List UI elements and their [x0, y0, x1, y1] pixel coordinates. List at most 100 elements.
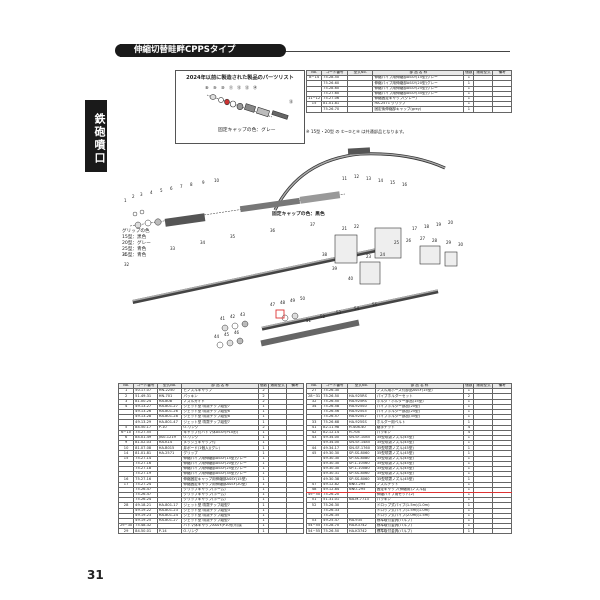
table-cell: HA-K3742 — [346, 528, 376, 535]
callout-number: 48 — [280, 300, 286, 305]
callout-number: 24 — [380, 252, 386, 257]
callout-number: 1 — [124, 198, 127, 203]
svg-text:⑩: ⑩ — [221, 85, 225, 90]
callout-number: 46 — [234, 330, 240, 335]
middle-pipe-assembly — [132, 248, 378, 304]
grip-note-line: 25型：青色 — [122, 247, 147, 252]
callout-number: 34 — [200, 240, 206, 245]
callout-number: 31 — [122, 252, 128, 257]
callout-number: 33 — [170, 246, 176, 251]
svg-text:⑪: ⑪ — [229, 84, 233, 90]
callout-number: 10 — [214, 178, 220, 183]
callout-number: 49 — [290, 298, 296, 303]
callout-number: 8 — [190, 182, 193, 187]
table-cell — [305, 106, 323, 113]
grip-note-line: 20型：グレー — [122, 241, 151, 246]
callout-number: 19 — [436, 222, 442, 227]
callout-number: 28 — [432, 238, 438, 243]
page-title: 伸縮切替畦畔CPPSタイプ — [115, 44, 286, 57]
svg-text:⑫: ⑫ — [237, 84, 241, 90]
table-cell — [492, 106, 512, 113]
callout-number: 29 — [446, 240, 452, 245]
callout-number: 43 — [240, 312, 246, 317]
grip-color-note: グリップの色 15型：黒色 20型：グレー 25型：青色 35型：青色 — [122, 229, 151, 259]
callout-number: 35 — [230, 234, 236, 239]
callout-number: 22 — [354, 224, 360, 229]
callout-number: 38 — [322, 252, 328, 257]
page-number: 31 — [87, 568, 104, 582]
table-cell: 84.50.01 — [133, 528, 158, 535]
table-cell: 75.26.50 — [321, 528, 348, 535]
callout-number: 23 — [366, 254, 372, 259]
top-table-footnote: ※ 15型・20型 の ①~②と④ は共通部品となります。 — [306, 129, 407, 134]
table-cell: 1 — [463, 528, 475, 535]
callout-number: 5 — [160, 188, 163, 193]
callout-number: 27 — [420, 236, 426, 241]
table-cell: P-14 — [156, 528, 183, 535]
pipe-coupling — [347, 147, 371, 155]
svg-text:⑨: ⑨ — [213, 85, 217, 90]
svg-text:⑬: ⑬ — [245, 84, 249, 90]
callout-number: 55 — [372, 302, 378, 307]
callout-number: 50 — [300, 296, 306, 301]
table-row: 75.26.70 固定後伸縮部キャップ(grey)1 — [305, 106, 512, 113]
table-cell: 54~55 — [305, 528, 323, 535]
callout-number: 40 — [348, 276, 354, 281]
table-cell — [473, 528, 494, 535]
section-side-tab: 鉄砲噴口 — [85, 100, 107, 172]
callout-number: 37 — [310, 222, 316, 227]
table-cell — [346, 106, 374, 113]
callout-number: 39 — [332, 266, 338, 271]
main-cap-note: 固定キャップの色：黒色 — [272, 212, 325, 217]
table-cell: 標準取付金具(バルブ) — [374, 528, 465, 535]
table-cell — [492, 528, 512, 535]
svg-text:⑧: ⑧ — [205, 85, 209, 90]
table-cell — [473, 106, 494, 113]
table-cell: 固定後伸縮部キャップ(grey) — [372, 106, 465, 113]
table-cell: 1 — [463, 106, 475, 113]
table-cell — [285, 528, 305, 535]
callout-number: 16 — [402, 182, 408, 187]
callout-number: 13 — [366, 176, 372, 181]
callout-number: 3 — [140, 192, 143, 197]
callout-number: 11 — [342, 176, 348, 181]
callout-number: 32 — [124, 262, 130, 267]
table-cell: 75.26.70 — [321, 106, 348, 113]
callout-number: 4 — [150, 190, 153, 195]
title-rule — [120, 51, 510, 52]
svg-text:⑮: ⑮ — [289, 98, 293, 104]
callout-number: 26 — [406, 238, 412, 243]
grip-note-line: 15型：黒色 — [122, 235, 147, 240]
callout-number: 18 — [424, 224, 430, 229]
callout-number: 54 — [354, 306, 360, 311]
table-cell: 29 — [117, 528, 135, 535]
table-cell: 1 — [257, 528, 270, 535]
callout-number: 47 — [270, 302, 276, 307]
callout-number: 6 — [170, 186, 173, 191]
callout-number: 2 — [132, 194, 135, 199]
grip-note-line: 35型：青色 — [122, 253, 147, 258]
callout-number: 53 — [336, 310, 342, 315]
callout-number: 52 — [320, 314, 326, 319]
upper-nozzle-assembly — [129, 191, 346, 229]
callout-number: 12 — [354, 174, 360, 179]
callout-number: 25 — [394, 240, 400, 245]
callout-number: 7 — [180, 184, 183, 189]
